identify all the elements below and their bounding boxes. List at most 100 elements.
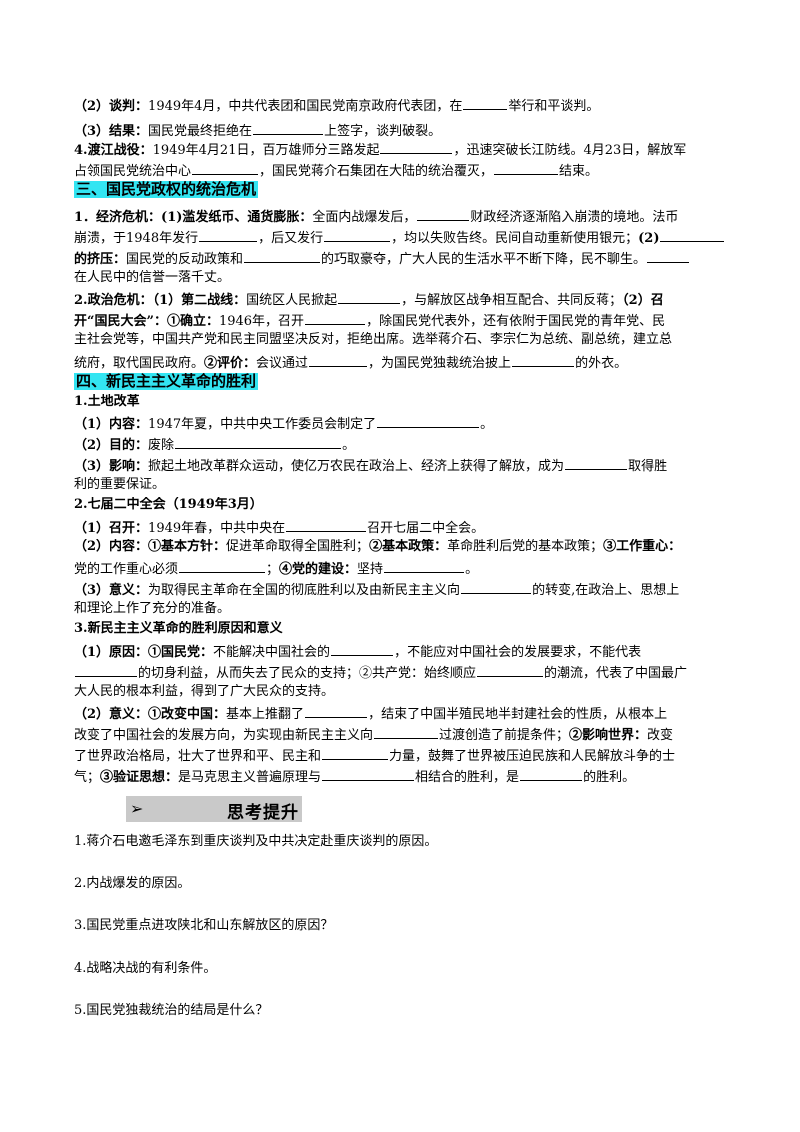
fill-in-blank [565,456,628,470]
body-text: 改变了中国社会的发展方向，为实现由新民主主义向 [74,728,374,743]
body-text: 的切身利益，从而失去了民众的支持；②共产党：始终顺应 [138,666,477,681]
outline-line: 的挤压：国民党的反动政策和的巧取豪夺，广大人民的生活水平不断下降，民不聊生。 [74,249,724,268]
body-text: 是马克思主义普遍原理与 [178,770,322,785]
bold-label: （1）内容： [74,417,149,432]
bold-label: （3）结果： [74,124,149,139]
outline-line: 利的重要保证。 [74,477,724,493]
body-text: 国统区人民掀起 [246,293,338,308]
outline-line: （2）意义：①改变中国：基本上推翻了 ，结束了中国半殖民地半封建社会的性质，从根本… [74,704,724,723]
outline-line: 四、新民主主义革命的胜利 [74,373,724,391]
body-text: 废除 [148,438,175,453]
outline-line: 2.七届二中全会（1949年3月） [74,497,724,513]
body-text: 占领国民党统治中心 [74,164,192,179]
body-text: 1947年夏，中共中央工作委员会制定了 [148,417,377,432]
outline-line: 4.渡江战役：1949年4月21日，百万雄师分三路发起，迅速突破长江防线。4月2… [74,140,724,159]
body-text: 相结合的胜利，是 [415,770,520,785]
body-text: 国民党的反动政策和 [126,252,244,267]
outline-line: 改变了中国社会的发展方向，为实现由新民主主义向过渡创造了前提条件；②影响世界：改… [74,725,724,744]
body-text: ，为国民党独裁统治披上 [368,356,512,371]
fill-in-blank [512,353,575,367]
bold-label: 1.土地改革 [74,394,140,409]
outline-line: （3）意义：为取得民主革命在全国的彻底胜利以及由新民主主义向的转变,在政治上、思… [74,580,724,599]
fill-in-blank [331,642,394,656]
outline-line: （3）影响：掀起土地改革群众运动，使亿万农民在政治上、经济上获得了解放，成为取得… [74,456,724,475]
body-text: 。 [480,417,494,432]
body-text: 1949年4月，中共代表团和国民党南京政府代表团，在 [148,99,463,114]
outline-line: 1．经济危机：(1)滥发纸币、通货膨胀：全面内战爆发后，财政经济逐渐陷入崩溃的境… [74,207,724,226]
section-heading: 四、新民主主义革命的胜利 [74,373,259,390]
body-text: ，结束了中国半殖民地半封建社会的性质，从根本上 [368,707,668,722]
body-text: 为取得民主革命在全国的彻底胜利以及由新民主主义向 [148,583,461,598]
outline-line: 三、国民党政权的统治危机 [74,181,724,199]
question-item: 1.蒋介石电邀毛泽东到重庆谈判及中共决定赴重庆谈判的原因。 [74,834,438,849]
fill-in-blank [660,228,724,242]
body-text: ，与解放区战争相互配合、共同反蒋； [401,293,623,308]
body-text: 1949年春，中共中央在 [148,521,286,536]
outline-line: （2）内容：①基本方针：促进革命取得全国胜利；②基本政策：革命胜利后党的基本政策… [74,539,724,555]
body-text: ； [266,562,280,577]
outline-line: 主社会党等，中国共产党和民主同盟坚决反对，拒绝出席。选举蒋介石、李宗仁为总统、副… [74,332,724,348]
body-text: 气； [74,770,101,785]
bold-label: ②基本政策： [369,539,448,554]
body-text: 主社会党等，中国共产党和民主同盟坚决反对，拒绝出席。选举蒋介石、李宗仁为总统、副… [74,332,673,347]
bold-label: （2）谈判： [74,99,149,114]
outline-line: （2）谈判：1949年4月，中共代表团和国民党南京政府代表团，在 举行和平谈判。 [74,96,724,115]
think-section-bar [126,796,302,822]
outline-line: 崩溃，于1948年发行，后又发行，均以失败告终。民间自动重新使用银元；(2) [74,228,724,247]
bold-label: (2) [638,231,660,246]
outline-line: （1）召开：1949年春，中共中央在 召开七届二中全会。 [74,518,724,537]
question-item: 4.战略决战的有利条件。 [74,961,217,976]
question-item: 2.内战爆发的原因。 [74,876,191,891]
body-text: 的外衣。 [575,356,628,371]
outline-line: 统府，取代国民政府。②评价：会议通过 ，为国民党独裁统治披上 的外衣。 [74,353,724,372]
body-text: 过渡创造了前提条件； [439,728,570,743]
outline-line: 3.新民主主义革命的胜利原因和意义 [74,621,724,637]
bold-label: 2.政治危机：（1）第二战线： [74,293,247,308]
bold-label: ④党的建设： [279,562,358,577]
bold-label: 3.新民主主义革命的胜利原因和意义 [74,621,283,636]
bold-label: ③验证思想： [100,770,179,785]
bold-label: 的挤压： [74,252,127,267]
fill-in-blank [175,435,342,449]
body-text: 不能解决中国社会的 [213,645,331,660]
body-text: ，除国民党代表外，还有依附于国民党的青年党、民 [366,314,666,329]
fill-in-blank [377,414,480,428]
body-text: ，后又发行 [258,231,324,246]
body-text: 举行和平谈判。 [508,99,600,114]
bold-label: （2）目的： [74,438,149,453]
bold-label: （1）召开： [74,521,149,536]
body-text: 党的工作重心必须 [74,562,179,577]
fill-in-blank [417,207,470,221]
fill-in-blank [384,559,465,573]
outline-line: 开“国民大会”：①确立：1946年，召开，除国民党代表外，还有依附于国民党的青年… [74,311,724,330]
body-text: ，国民党蒋介石集团在大陆的统治覆灭， [259,164,494,179]
body-text: 的潮流，代表了中国最广 [544,666,688,681]
bold-label: （2）意义：①改变中国： [74,707,227,722]
body-text: 1949年4月21日，百万雄师分三路发起 [152,143,380,158]
arrow-bullet-icon: ➢ [130,799,144,818]
bold-label: 开“国民大会”：①确立： [74,314,219,329]
fill-in-blank [253,121,324,135]
body-text: 革命胜利后党的基本政策； [447,539,604,554]
outline-line: 2.政治危机：（1）第二战线：国统区人民掀起，与解放区战争相互配合、共同反蒋；（… [74,290,724,309]
body-text: 会议通过 [256,356,309,371]
body-text: 结束。 [559,164,599,179]
outline-line: （3）结果：国民党最终拒绝在上签字，谈判破裂。 [74,121,724,140]
fill-in-blank [338,290,401,304]
body-text: 召开七届二中全会。 [367,521,485,536]
body-text: 坚持 [357,562,384,577]
bold-label: ②评价： [204,356,257,371]
body-text: 统府，取代国民政府。 [74,356,205,371]
outline-line: 占领国民党统治中心 ，国民党蒋介石集团在大陆的统治覆灭， 结束。 [74,161,724,180]
bold-label: （3）影响： [74,459,149,474]
outline-line: 的切身利益，从而失去了民众的支持；②共产党：始终顺应 的潮流，代表了中国最广 [74,663,724,682]
bold-label: 4.渡江战役： [74,143,153,158]
outline-line: 1.土地改革 [74,394,724,410]
body-text: 的胜利。 [583,770,636,785]
fill-in-blank [244,249,321,263]
body-text: 。 [465,562,479,577]
bold-label: ②影响世界： [569,728,648,743]
body-text: 的转变,在政治上、思想上 [532,583,680,598]
body-text: 基本上推翻了 [226,707,305,722]
